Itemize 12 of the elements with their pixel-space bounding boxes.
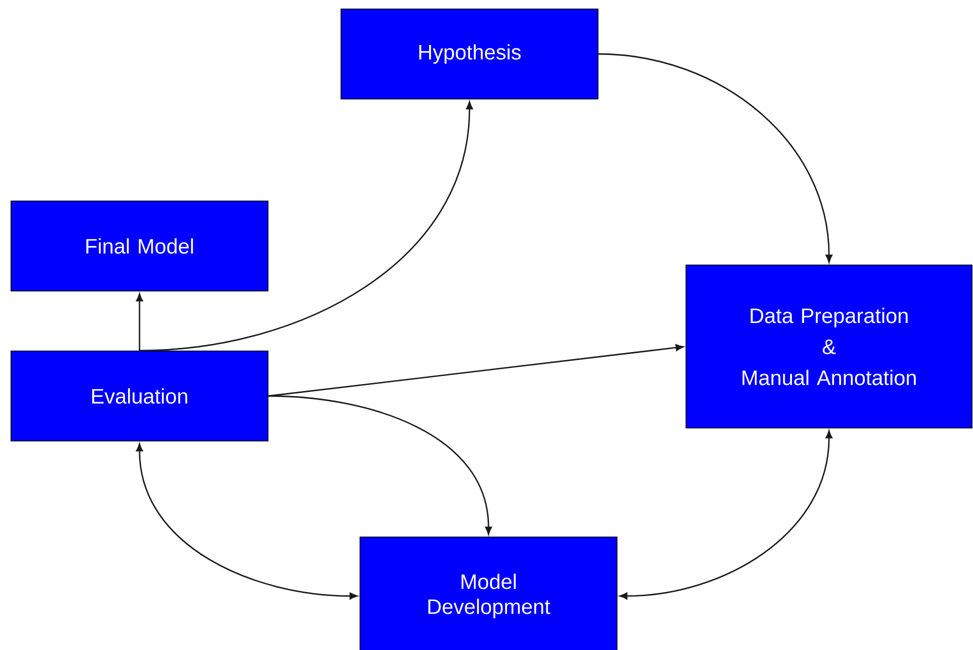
- process-box: Hypothesis: [340, 8, 598, 100]
- arrow: [136, 293, 143, 351]
- process-box: Model Development: [360, 536, 618, 650]
- arrow: [619, 430, 832, 600]
- arrow: [598, 53, 832, 263]
- process-box: Data Preparation & Manual Annotation: [686, 264, 972, 428]
- arrow: [268, 395, 492, 535]
- process-box: Final Model: [10, 200, 268, 292]
- process-box: Evaluation: [10, 350, 268, 442]
- arrow: [136, 443, 358, 600]
- arrow: [268, 344, 684, 397]
- arrow: [139, 101, 473, 352]
